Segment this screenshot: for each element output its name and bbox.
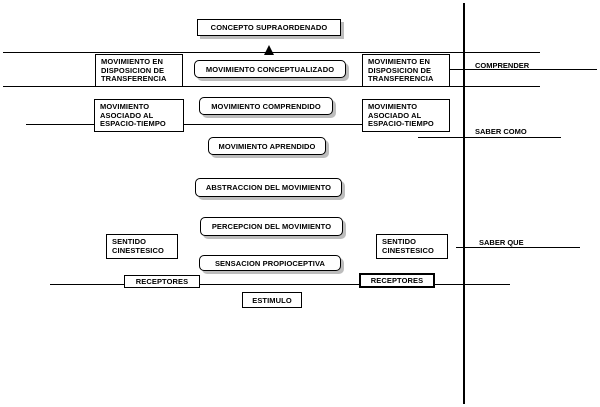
right-kinesthetic-box: SENTIDO CINESTESICO	[376, 234, 448, 259]
vertical-divider	[463, 3, 465, 404]
right-space-time-box: MOVIMIENTO ASOCIADO AL ESPACIO-TIEMPO	[362, 99, 450, 132]
left-kinesthetic-box: SENTIDO CINESTESICO	[106, 234, 178, 259]
sensation-box: SENSACION PROPIOCEPTIVA	[199, 255, 341, 271]
conceptualized-box: MOVIMIENTO CONCEPTUALIZADO	[194, 60, 346, 78]
label-saber-que: SABER QUE	[479, 238, 524, 247]
stimulus-box: ESTIMULO	[242, 292, 302, 308]
right-receptors-box: RECEPTORES	[359, 273, 435, 288]
line-space-time	[26, 124, 396, 125]
top-concept-box: CONCEPTO SUPRAORDENADO	[197, 19, 341, 36]
left-transfer-box: MOVIMIENTO EN DISPOSICION DE TRANSFERENC…	[95, 54, 183, 87]
line-saber-que	[456, 247, 580, 248]
perception-box: PERCEPCION DEL MOVIMIENTO	[200, 217, 343, 236]
line-comprender	[434, 69, 597, 70]
label-comprender: COMPRENDER	[475, 61, 530, 70]
up-arrow-icon	[264, 45, 274, 55]
line-saber-como	[418, 137, 561, 138]
left-space-time-box: MOVIMIENTO ASOCIADO AL ESPACIO-TIEMPO	[94, 99, 184, 132]
line-receptors	[50, 284, 510, 285]
label-saber-como: SABER COMO	[475, 127, 527, 136]
right-transfer-box: MOVIMIENTO EN DISPOSICION DE TRANSFERENC…	[362, 54, 450, 87]
abstraction-box: ABSTRACCION DEL MOVIMIENTO	[195, 178, 342, 197]
line-top-lower	[3, 86, 540, 87]
learned-box: MOVIMIENTO APRENDIDO	[208, 137, 326, 155]
understood-box: MOVIMIENTO COMPRENDIDO	[199, 97, 333, 115]
left-receptors-box: RECEPTORES	[124, 275, 200, 288]
